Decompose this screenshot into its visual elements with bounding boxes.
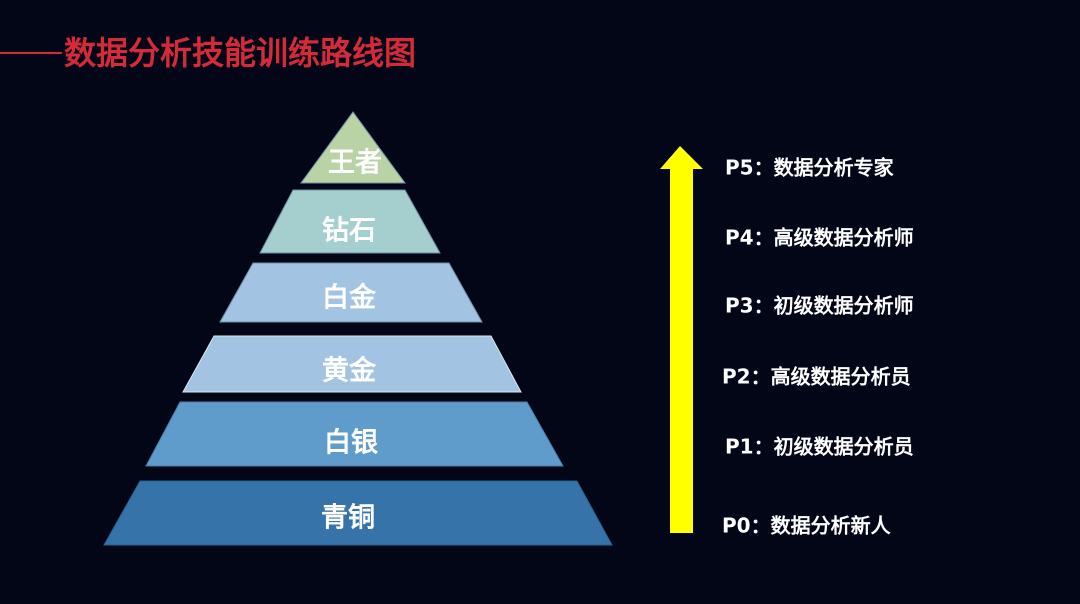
tier-shape-silver: [145, 401, 564, 467]
tier-shape-platinum: [219, 262, 483, 323]
tier-shape-bronze: [103, 480, 613, 546]
level-label-p1: P1：初级数据分析员: [725, 434, 914, 459]
tier-label-king: 王者: [328, 148, 382, 179]
tier-label-silver: 白银: [324, 427, 378, 459]
level-label-p5: P5：数据分析专家: [725, 155, 894, 180]
level-label-p3: P3：初级数据分析师: [725, 293, 914, 318]
title-decoration-line: [0, 52, 62, 54]
page-title: 数据分析技能训练路线图: [64, 34, 417, 72]
tier-shape-king: [300, 111, 406, 184]
level-label-p0: P0：数据分析新人: [722, 513, 891, 538]
level-label-p4: P4：高级数据分析师: [725, 225, 914, 250]
tier-label-bronze: 青铜: [321, 503, 375, 534]
tier-shape-diamond: [259, 189, 441, 254]
level-label-p2: P2：高级数据分析员: [722, 364, 911, 389]
tier-label-gold: 黄金: [322, 355, 377, 387]
tier-shape-gold: [182, 335, 522, 393]
tier-label-platinum: 白金: [322, 282, 377, 314]
tier-label-diamond: 钻石: [322, 216, 376, 247]
arrow-up-icon: [660, 146, 703, 533]
